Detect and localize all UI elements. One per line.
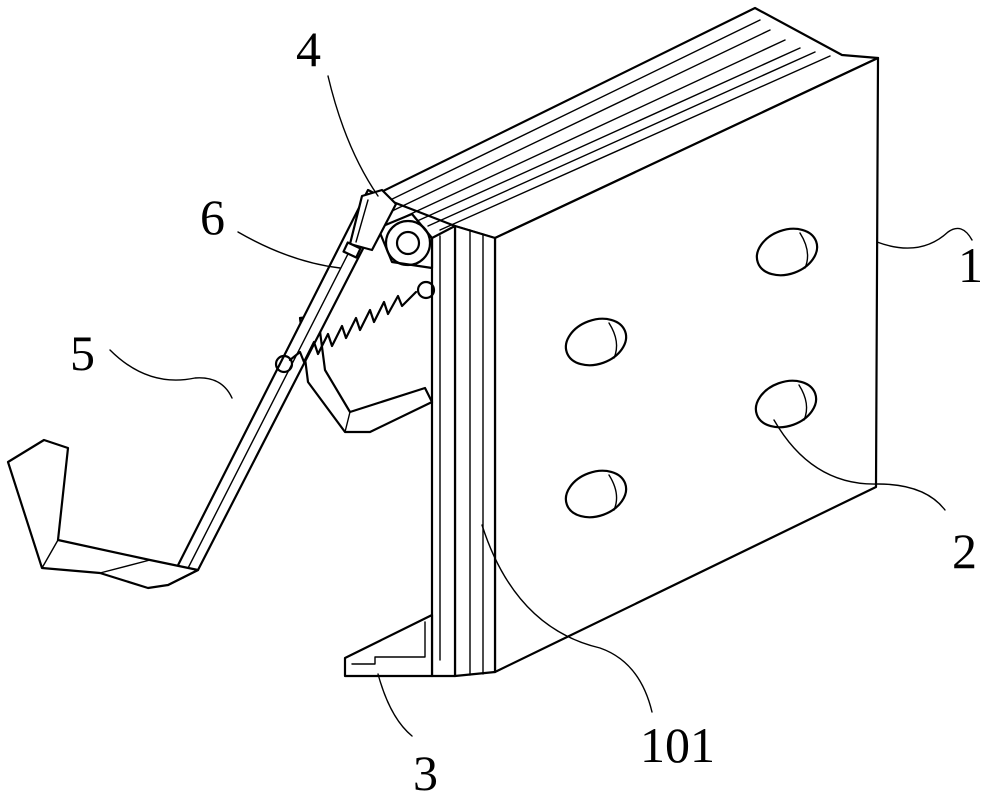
leader-2 (773, 419, 946, 511)
spring-anchor-pin (416, 280, 436, 300)
leader-4 (327, 75, 379, 197)
pivot-wheel (384, 219, 432, 267)
rail-vertical (430, 224, 457, 678)
leader-lines (109, 75, 973, 737)
spring-arm-pin (274, 354, 294, 374)
tension-spring (288, 290, 418, 364)
leader-3 (377, 673, 413, 737)
panel-side-strip (453, 224, 497, 678)
leader-1 (876, 227, 973, 249)
bracket-foot (343, 613, 434, 678)
label-101: 101 (640, 717, 715, 773)
hole-lower-right (754, 379, 818, 429)
front-hook (6, 438, 200, 590)
pivot-axle (395, 230, 421, 256)
foot-step-line (351, 621, 426, 665)
part-labels: 1 2 3 4 5 6 101 (70, 21, 983, 801)
latch-block (342, 188, 398, 259)
main-panel (373, 6, 880, 678)
holes (564, 227, 819, 519)
label-5: 5 (70, 325, 95, 381)
bracket-rail (343, 224, 457, 678)
label-4: 4 (296, 21, 321, 77)
label-2: 2 (952, 523, 977, 579)
pivot-hub (376, 212, 436, 300)
hole-lower-left (564, 469, 628, 519)
label-3: 3 (413, 745, 438, 801)
hole-upper-left (564, 317, 628, 367)
label-1: 1 (958, 237, 983, 293)
leader-101 (481, 524, 653, 713)
label-6: 6 (200, 189, 225, 245)
panel-top-ribs (379, 19, 831, 231)
leader-6 (237, 231, 341, 269)
leader-5 (109, 349, 233, 399)
arm-center-line (182, 194, 379, 579)
hole-upper-right (755, 227, 819, 277)
